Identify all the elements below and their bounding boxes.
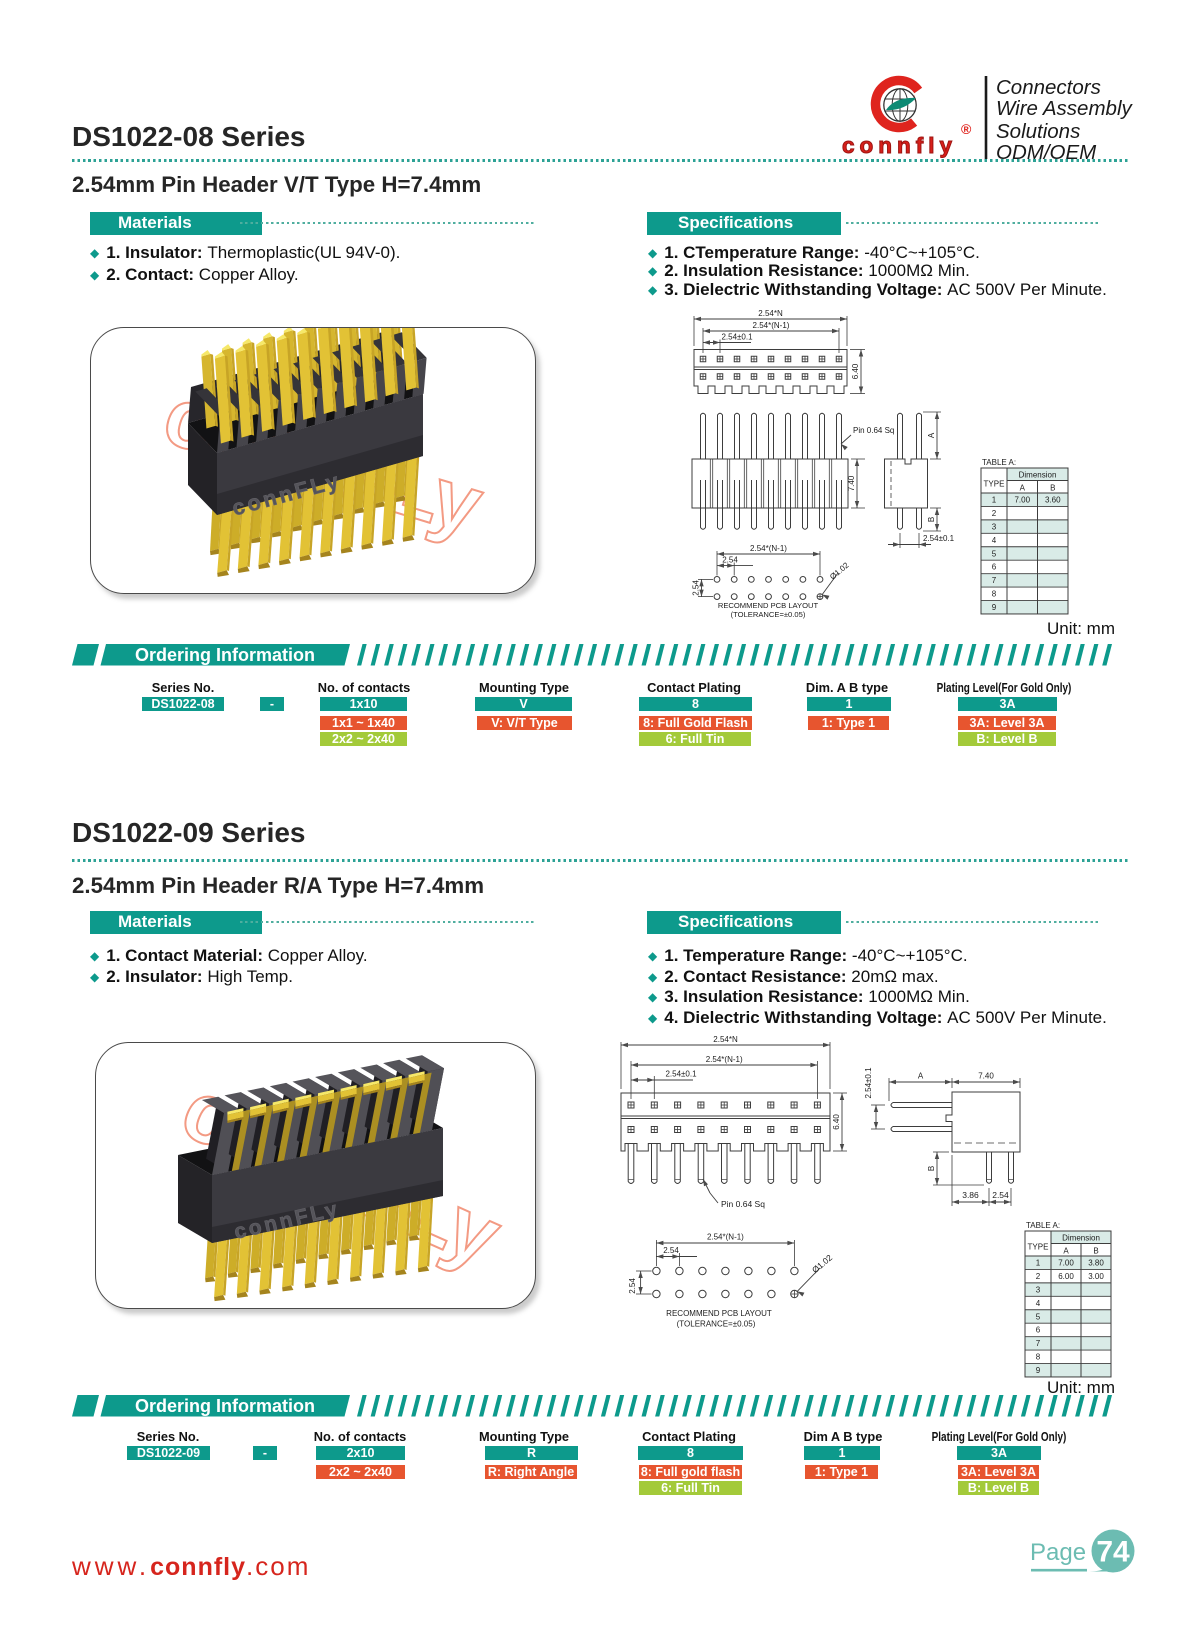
svg-text:A: A: [1063, 1246, 1069, 1255]
svg-text:Wire Assembly: Wire Assembly: [996, 97, 1133, 120]
svg-text:TYPE: TYPE: [984, 480, 1005, 489]
svg-text:2.54*(N-1): 2.54*(N-1): [707, 1233, 744, 1242]
svg-text:2.54: 2.54: [992, 1190, 1009, 1200]
svg-text:2.54±0.1: 2.54±0.1: [864, 1067, 873, 1099]
svg-text:7.40: 7.40: [847, 475, 856, 491]
svg-text:4: 4: [992, 536, 997, 545]
svg-text:2.54: 2.54: [663, 1246, 679, 1255]
svg-text:Ø1.02: Ø1.02: [810, 1252, 834, 1275]
svg-text:B: B: [1093, 1246, 1098, 1255]
svg-text:Ordering Information: Ordering Information: [135, 645, 315, 665]
svg-text:3.80: 3.80: [1088, 1259, 1104, 1268]
svg-text:B: B: [927, 517, 936, 522]
svg-text:6.40: 6.40: [832, 1114, 841, 1130]
svg-text:5: 5: [1036, 1312, 1041, 1321]
svg-text:2.54±0.1: 2.54±0.1: [665, 1070, 697, 1079]
svg-text:7.40: 7.40: [978, 1072, 994, 1081]
svg-text:(TOLERANCE=±0.05): (TOLERANCE=±0.05): [677, 1320, 756, 1329]
svg-text:Ø1.02: Ø1.02: [828, 560, 851, 581]
svg-text:Page: Page: [1030, 1539, 1086, 1566]
svg-text:TABLE A:: TABLE A:: [982, 458, 1016, 467]
svg-text:3: 3: [1036, 1285, 1041, 1294]
svg-text:Ordering Information: Ordering Information: [135, 1396, 315, 1416]
svg-text:A: A: [1020, 483, 1026, 492]
svg-text:Connectors: Connectors: [996, 76, 1101, 99]
svg-text:2.54±0.1: 2.54±0.1: [721, 333, 753, 342]
svg-text:6.40: 6.40: [851, 363, 860, 379]
svg-text:2.54*(N-1): 2.54*(N-1): [750, 544, 787, 553]
svg-text:3.00: 3.00: [1088, 1272, 1104, 1281]
svg-text:ODM/OEM: ODM/OEM: [996, 141, 1097, 164]
svg-text:8: 8: [1036, 1353, 1041, 1362]
svg-text:TABLE A:: TABLE A:: [1026, 1221, 1060, 1230]
svg-text:2.54±0.1: 2.54±0.1: [923, 534, 955, 543]
svg-text:8: 8: [992, 590, 997, 599]
svg-text:1: 1: [1036, 1259, 1041, 1268]
svg-text:RECOMMEND PCB LAYOUT: RECOMMEND PCB LAYOUT: [666, 1309, 772, 1318]
svg-text:connfly: connfly: [842, 133, 957, 158]
svg-text:B: B: [1050, 483, 1055, 492]
svg-text:7.00: 7.00: [1014, 496, 1030, 505]
svg-text:2: 2: [992, 509, 997, 518]
svg-text:Dimension: Dimension: [1062, 1233, 1100, 1242]
svg-text:2.54: 2.54: [692, 580, 701, 596]
svg-text:7.00: 7.00: [1058, 1259, 1074, 1268]
svg-text:2.54*(N-1): 2.54*(N-1): [753, 321, 790, 330]
svg-text:6: 6: [992, 563, 997, 572]
svg-text:74: 74: [1096, 1536, 1130, 1569]
svg-text:3.60: 3.60: [1045, 496, 1061, 505]
svg-text:TYPE: TYPE: [1028, 1243, 1049, 1252]
svg-text:6: 6: [1036, 1326, 1041, 1335]
svg-text:Pin 0.64 Sq: Pin 0.64 Sq: [721, 1199, 765, 1209]
svg-text:(TOLERANCE=±0.05): (TOLERANCE=±0.05): [731, 610, 806, 619]
svg-text:A: A: [927, 432, 936, 438]
svg-text:®: ®: [961, 121, 972, 137]
svg-text:B: B: [927, 1166, 936, 1171]
svg-text:4: 4: [1036, 1299, 1041, 1308]
svg-text:6.00: 6.00: [1058, 1272, 1074, 1281]
svg-text:2.54*N: 2.54*N: [713, 1035, 738, 1044]
svg-text:9: 9: [1036, 1366, 1041, 1375]
svg-text:3.86: 3.86: [962, 1190, 979, 1200]
svg-text:A: A: [918, 1072, 924, 1081]
svg-text:7: 7: [1036, 1339, 1041, 1348]
svg-text:RECOMMEND PCB LAYOUT: RECOMMEND PCB LAYOUT: [718, 601, 819, 610]
svg-text:9: 9: [992, 603, 997, 612]
svg-text:7: 7: [992, 576, 997, 585]
svg-text:1: 1: [992, 496, 997, 505]
svg-text:Dimension: Dimension: [1019, 470, 1057, 479]
svg-text:2.54*(N-1): 2.54*(N-1): [706, 1055, 743, 1064]
svg-text:2: 2: [1036, 1272, 1041, 1281]
svg-text:2.54: 2.54: [628, 1278, 637, 1294]
svg-text:Pin 0.64 Sq: Pin 0.64 Sq: [853, 426, 894, 435]
svg-text:5: 5: [992, 549, 997, 558]
svg-text:3: 3: [992, 522, 997, 531]
svg-text:2.54*N: 2.54*N: [758, 309, 783, 318]
svg-text:Solutions: Solutions: [996, 120, 1080, 143]
svg-text:2.54: 2.54: [722, 556, 738, 565]
